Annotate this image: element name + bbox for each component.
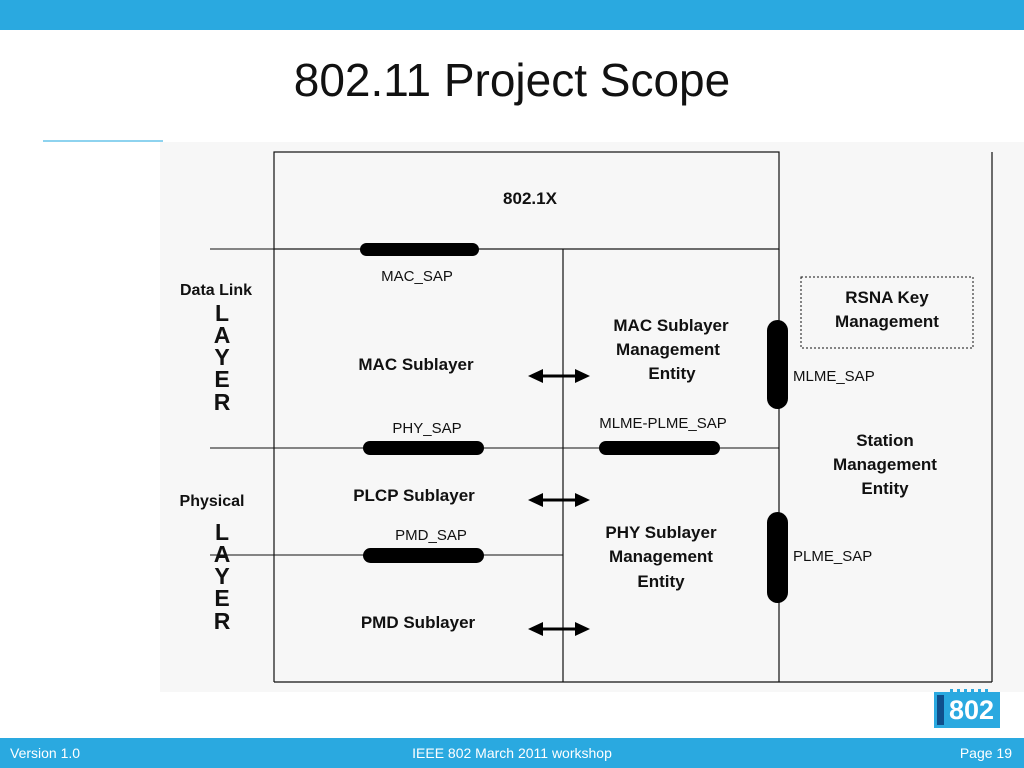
layer-letter: E xyxy=(214,366,229,392)
footer-event: IEEE 802 March 2011 workshop xyxy=(412,745,612,761)
phy-sap-bar xyxy=(363,441,484,455)
layer-letter: L xyxy=(215,300,229,326)
ieee-802-11-scope-diagram: 802.1X Data Link L A Y E R Physical L A … xyxy=(160,142,1024,692)
rsna-key-management-box xyxy=(800,276,974,349)
mlme-plme-sap-bar xyxy=(599,441,720,455)
plme-sap-bar xyxy=(767,512,788,603)
label-data-link: Data Link xyxy=(180,282,252,299)
label-rsna-line1: RSNA Key xyxy=(845,288,929,307)
layer-letter: Y xyxy=(214,344,229,370)
label-station-line3: Entity xyxy=(861,479,909,498)
logo-bar xyxy=(937,695,944,725)
top-accent-bar xyxy=(0,0,1024,30)
label-802-1x: 802.1X xyxy=(503,189,558,208)
footer-page-number: Page 19 xyxy=(959,745,1012,761)
label-plcp-sublayer: PLCP Sublayer xyxy=(353,486,475,505)
label-mlme-plme-sap: MLME-PLME_SAP xyxy=(599,415,727,432)
label-physical: Physical xyxy=(180,493,245,510)
double-arrow-pmd xyxy=(528,622,590,636)
logo-dots xyxy=(950,689,990,692)
label-phy-mgmt-line3: Entity xyxy=(637,572,685,591)
mlme-sap-bar xyxy=(767,320,788,409)
label-pmd-sublayer: PMD Sublayer xyxy=(361,613,476,632)
double-arrow-mac xyxy=(528,369,590,383)
logo-text: 802 xyxy=(949,695,995,725)
label-phy-mgmt-line2: Management xyxy=(609,547,713,566)
layer-letter: A xyxy=(214,541,231,567)
label-phy-sap: PHY_SAP xyxy=(392,420,461,437)
label-mac-sap: MAC_SAP xyxy=(381,268,453,285)
layer-letter: Y xyxy=(214,563,229,589)
footer-version: Version 1.0 xyxy=(10,745,81,761)
label-mac-mgmt-line2: Management xyxy=(616,340,720,359)
label-mlme-sap: MLME_SAP xyxy=(793,368,875,385)
label-pmd-sap: PMD_SAP xyxy=(395,527,467,544)
mac-sap-bar xyxy=(360,243,479,256)
label-mac-sublayer: MAC Sublayer xyxy=(358,355,474,374)
label-station-line2: Management xyxy=(833,455,937,474)
slide-title: 802.11 Project Scope xyxy=(293,54,731,106)
label-plme-sap: PLME_SAP xyxy=(793,548,872,565)
ieee-802-logo: 802 xyxy=(934,689,1000,728)
label-mac-mgmt-line3: Entity xyxy=(648,364,696,383)
label-rsna-line2: Management xyxy=(835,312,939,331)
label-station-line1: Station xyxy=(856,431,914,450)
layer-letter: R xyxy=(214,608,231,634)
double-arrow-plcp xyxy=(528,493,590,507)
label-mac-mgmt-line1: MAC Sublayer xyxy=(613,316,729,335)
layer-letter: E xyxy=(214,585,229,611)
label-phy-mgmt-line1: PHY Sublayer xyxy=(605,523,717,542)
layer-letter: A xyxy=(214,322,231,348)
footer-bar: Version 1.0 IEEE 802 March 2011 workshop… xyxy=(0,738,1024,768)
layer-letter: L xyxy=(215,519,229,545)
pmd-sap-bar xyxy=(363,548,484,563)
layer-letter: R xyxy=(214,389,231,415)
title-underline-accent xyxy=(43,140,163,142)
box-802-1x xyxy=(273,151,780,250)
